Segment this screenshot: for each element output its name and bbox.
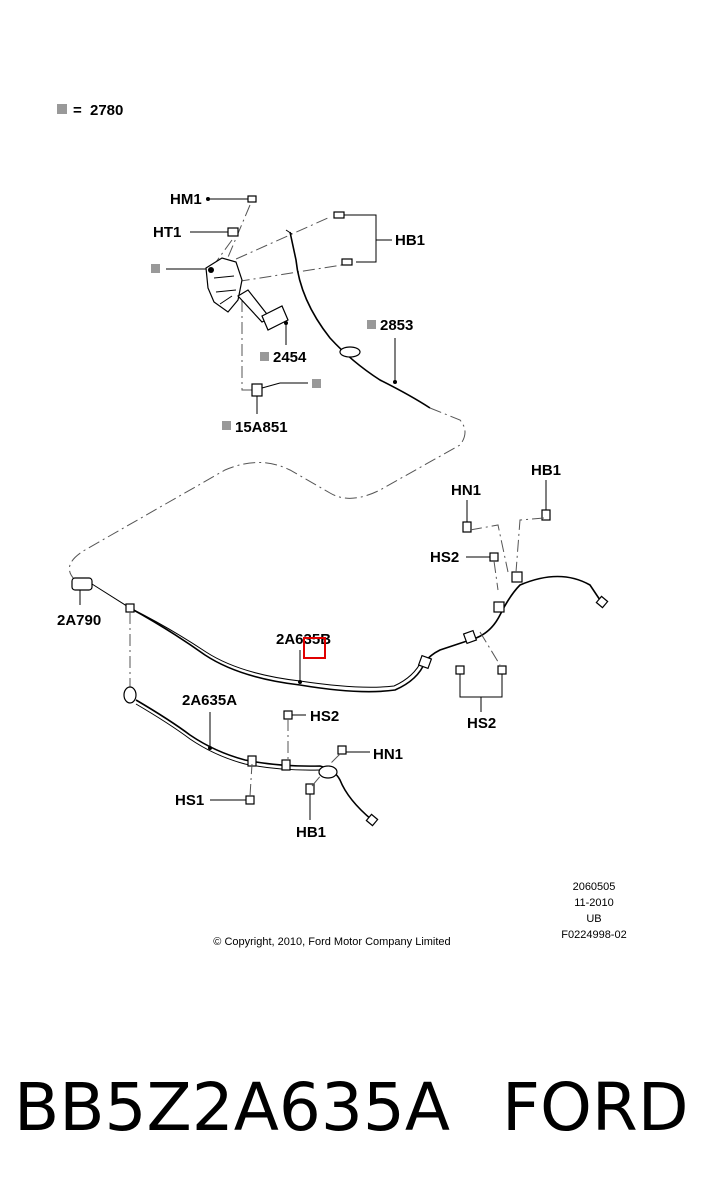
label-2853: 2853 <box>380 317 413 334</box>
label-hb1-right: HB1 <box>531 462 561 479</box>
label-hb1-top: HB1 <box>395 232 425 249</box>
label-15a851: 15A851 <box>235 419 288 436</box>
dash-line <box>215 216 331 269</box>
screw-icon <box>497 665 507 675</box>
clip-icon <box>281 759 291 771</box>
clip-icon <box>511 571 523 583</box>
bolt-icon <box>333 211 345 219</box>
highlight-box <box>303 637 326 659</box>
figure-meta: 2060505 11-2010 UB F0224998-02 <box>561 881 626 941</box>
label-hn1-bottom: HN1 <box>373 746 403 763</box>
cable-end-icon <box>595 595 609 609</box>
label-hs1: HS1 <box>175 792 204 809</box>
legend-equals: = <box>73 102 82 119</box>
copyright-text: © Copyright, 2010, Ford Motor Company Li… <box>213 936 450 948</box>
label-hs2-mid: HS2 <box>310 708 339 725</box>
screw-icon <box>283 710 293 720</box>
label-hs2-bottom: HS2 <box>467 715 496 732</box>
legend-square-icon <box>312 379 321 388</box>
rear-cable-2a635b <box>129 575 601 693</box>
lever-mount-dot <box>208 267 214 273</box>
brand-name: FORD <box>502 1069 689 1146</box>
meta-code: 2060505 <box>573 881 616 893</box>
nut-icon <box>462 521 472 533</box>
label-hn1-right: HN1 <box>451 482 481 499</box>
label-hb1-bottom: HB1 <box>296 824 326 841</box>
screw-icon <box>247 195 257 203</box>
cable-grommet <box>339 346 361 358</box>
switch-icon <box>251 383 263 397</box>
lever-pedal <box>261 305 289 331</box>
legend-square-icon <box>222 421 231 430</box>
brake-lever-assembly: HM1 HT1 HB1 2853 2454 15A851 <box>151 191 431 436</box>
cable-grommet <box>318 765 338 779</box>
clip-icon <box>417 654 433 670</box>
bracket-hb1-top <box>344 214 392 263</box>
label-ht1: HT1 <box>153 224 181 241</box>
label-hm1: HM1 <box>170 191 202 208</box>
cable-boot-icon <box>123 686 137 704</box>
meta-date: 11-2010 <box>574 897 614 909</box>
meta-figure: F0224998-02 <box>561 929 626 941</box>
label-2454: 2454 <box>273 349 307 366</box>
equalizer-icon <box>71 577 93 591</box>
rear-cable-2a635a <box>135 699 373 821</box>
label-2a790: 2A790 <box>57 612 101 629</box>
legend-square-icon <box>57 104 67 114</box>
legend-square-icon <box>367 320 376 329</box>
clip-icon <box>462 629 478 645</box>
screw-icon <box>245 795 255 805</box>
legend-square-icon <box>260 352 269 361</box>
nut-icon <box>227 227 239 237</box>
label-2a635a: 2A635A <box>182 692 237 709</box>
legend-value: 2780 <box>90 102 123 119</box>
cable-end-icon <box>365 813 379 827</box>
dash-line <box>215 239 233 263</box>
screw-icon <box>455 665 465 675</box>
lever-detail <box>213 275 237 305</box>
label-hs2-right: HS2 <box>430 549 459 566</box>
bolt-icon <box>541 509 551 521</box>
lever-housing <box>205 257 243 313</box>
bolt-icon <box>341 258 353 266</box>
screw-icon <box>489 552 499 562</box>
meta-region: UB <box>586 913 601 925</box>
routing-dash-loop <box>68 407 466 581</box>
dash-line <box>241 300 256 391</box>
legend: = 2780 <box>57 102 123 119</box>
clip-icon <box>493 601 505 613</box>
rear-cable-assembly: 2A790 2A635B HN1 HB1 HS2 HS2 <box>57 462 609 732</box>
bracket-hs2-bottom <box>459 672 503 712</box>
part-number: BB5Z2A635A <box>14 1069 450 1146</box>
legend-square-icon <box>151 264 160 273</box>
lower-cable-assembly: 2A635A HS2 HN1 HS1 HB1 <box>123 686 403 841</box>
nut-icon <box>337 745 347 755</box>
